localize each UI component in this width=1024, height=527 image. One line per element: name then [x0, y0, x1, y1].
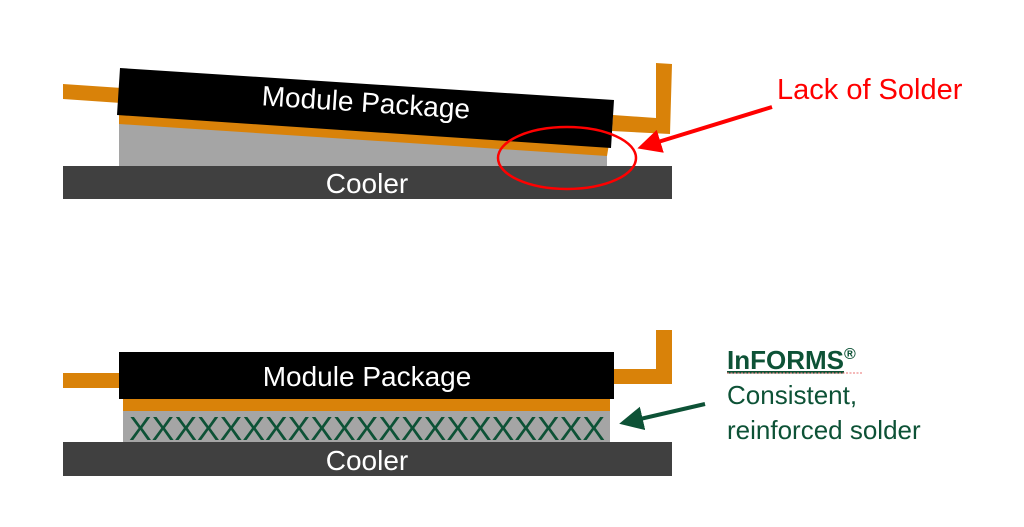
bottom-cooler-label: Cooler [326, 445, 408, 476]
bottom-reinforced-solder [123, 411, 610, 442]
bottom-package-label: Module Package [263, 361, 472, 392]
informs-arrow-icon [619, 402, 706, 431]
bottom-solder-layer [123, 399, 610, 411]
informs-line-reinforced: reinforced solder [727, 415, 921, 445]
top-cooler-label: Cooler [326, 168, 408, 199]
top-cooler [63, 166, 672, 199]
top-left-lead [63, 84, 122, 103]
lack-of-solder-highlight-ellipse [496, 125, 638, 191]
lack-of-solder-label: Lack of Solder [777, 74, 963, 106]
top-diagram: Module Package Cooler Lack of Solder [63, 63, 963, 199]
informs-line-consistent: Consistent, [727, 380, 857, 410]
top-module-package [117, 68, 614, 148]
informs-brand-label: InFORMS® [727, 345, 856, 375]
top-right-lead [612, 63, 672, 134]
reinforcement-pattern: XXXXXXXXXXXXXXXXXXXXX [129, 410, 605, 447]
informs-brand-name: InFORMS [727, 345, 844, 375]
registered-mark: ® [844, 346, 856, 363]
bottom-right-lead [613, 330, 672, 384]
bottom-left-lead [63, 373, 121, 388]
bottom-diagram: XXXXXXXXXXXXXXXXXXXXX Module Package Coo… [63, 330, 921, 476]
bottom-module-package [119, 352, 614, 399]
lack-of-solder-arrow-icon [637, 105, 773, 153]
bottom-cooler [63, 442, 672, 476]
